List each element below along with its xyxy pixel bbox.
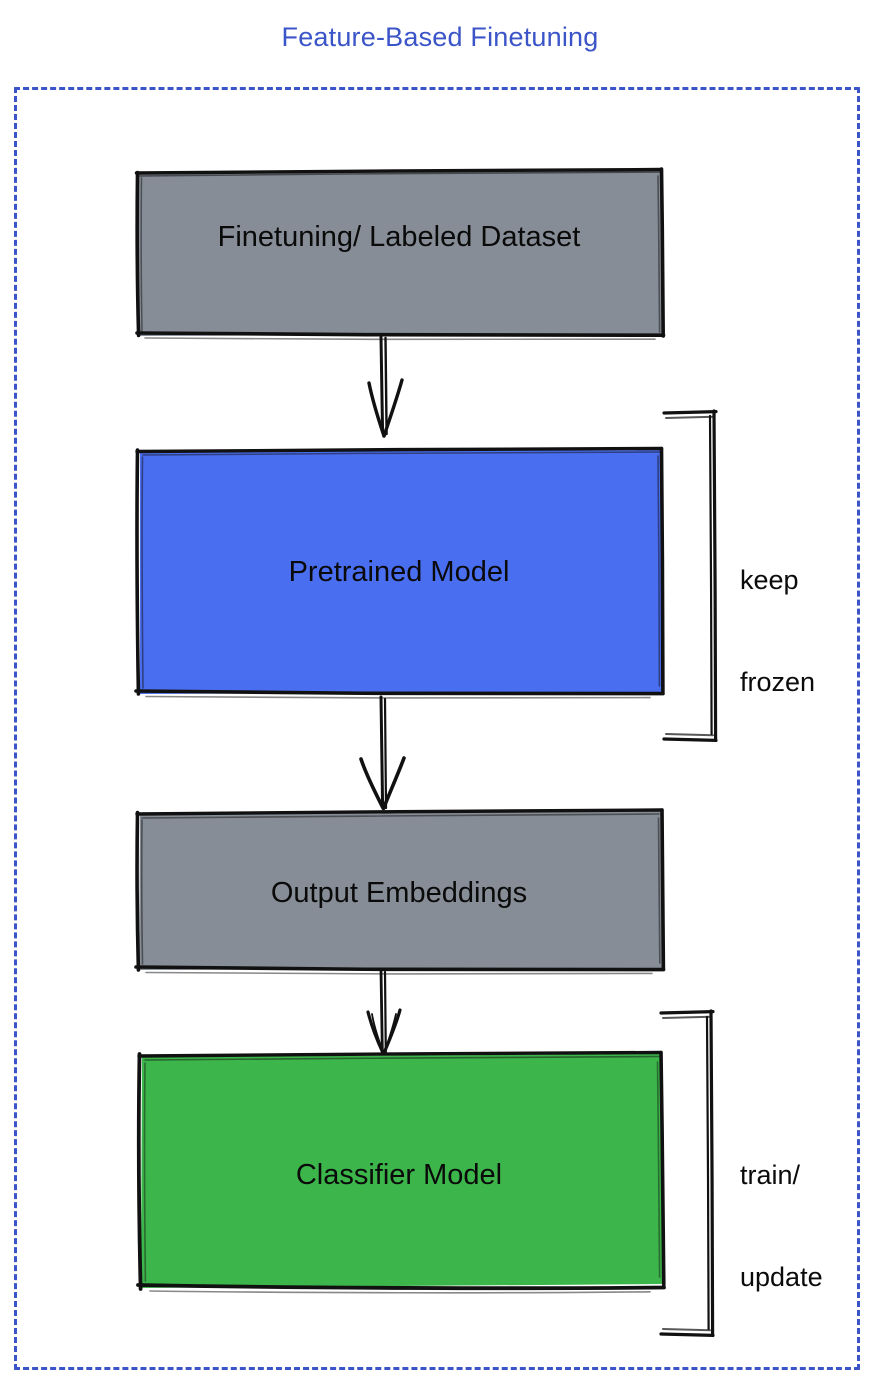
node-label-pretrained: Pretrained Model [288, 556, 510, 588]
node-label-dataset: Finetuning/ Labeled Dataset [217, 221, 581, 253]
diagram-outer-frame [14, 87, 860, 1370]
node-finetuning-labeled-dataset[interactable]: Finetuning/ Labeled Dataset [134, 169, 664, 337]
node-pretrained-model[interactable]: Pretrained Model [134, 446, 664, 696]
node-embeddings-sketch [134, 808, 666, 975]
node-classifier-sketch [136, 1050, 666, 1294]
annotation-train-update-line2: update [740, 1262, 823, 1292]
node-label-classifier: Classifier Model [295, 1159, 503, 1191]
bracket-train-update [659, 1009, 715, 1337]
annotation-train-update: train/ update [740, 1090, 823, 1328]
annotation-keep-frozen-line2: frozen [740, 667, 816, 697]
annotation-train-update-line1: train/ [740, 1160, 801, 1190]
edge-pretrained-embeddings-sketch [359, 695, 406, 811]
node-dataset-sketch [134, 167, 666, 341]
annotation-keep-frozen-line1: keep [740, 565, 799, 595]
annotation-keep-frozen: keep frozen [740, 495, 815, 733]
node-classifier-model[interactable]: Classifier Model [134, 1049, 664, 1289]
edge-dataset-pretrained-sketch [367, 335, 404, 438]
diagram-title: Feature-Based Finetuning [281, 22, 599, 52]
node-label-embeddings: Output Embeddings [270, 877, 528, 909]
node-pretrained-sketch [134, 446, 665, 699]
node-output-embeddings[interactable]: Output Embeddings [134, 809, 664, 971]
edge-embeddings-classifier-sketch [366, 969, 402, 1055]
bracket-keep-frozen [662, 409, 718, 742]
